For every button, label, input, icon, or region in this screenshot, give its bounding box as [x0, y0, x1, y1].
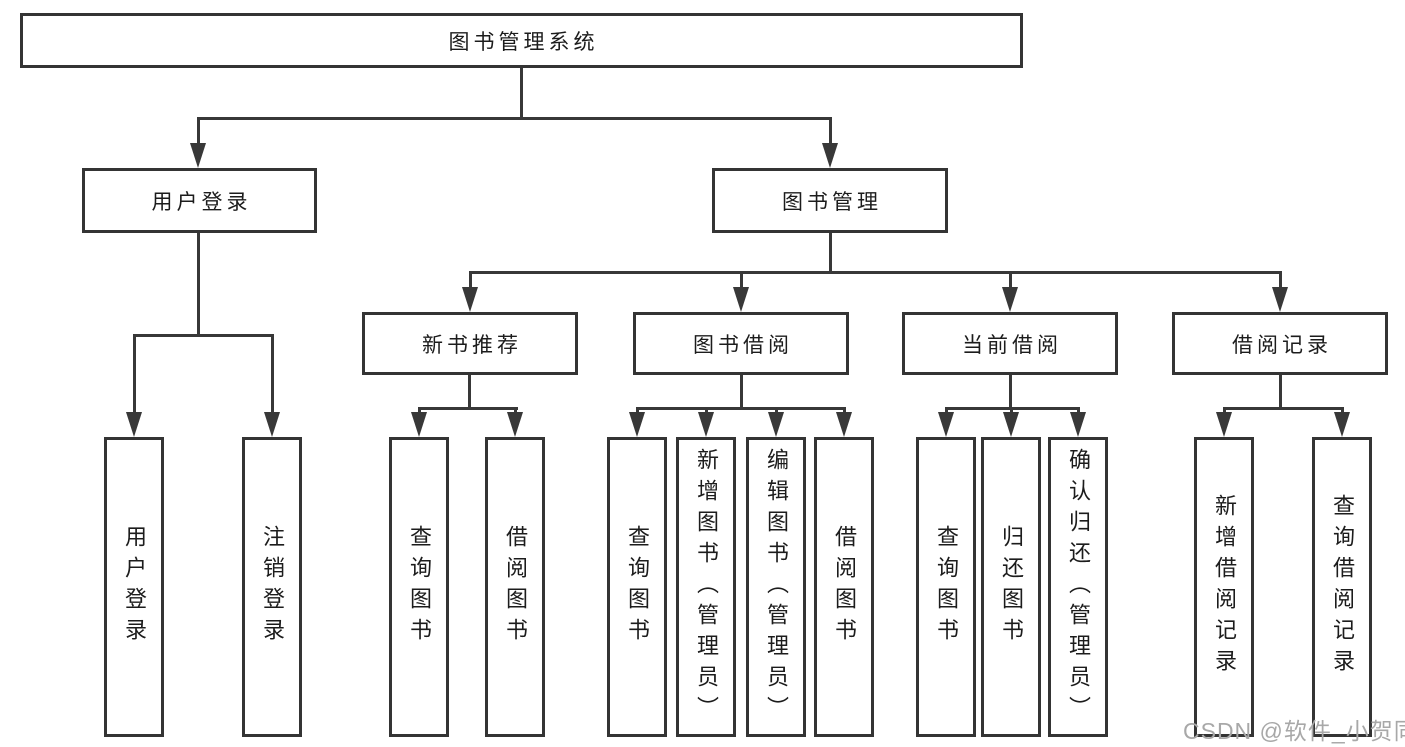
- leaf-query-borrow-record: 查询借阅记录: [1312, 437, 1372, 737]
- leaf-label: 编辑图书（管理员）: [764, 447, 789, 727]
- arrowhead-user-login: [190, 143, 206, 168]
- leaf-query-books: 查询图书: [389, 437, 449, 737]
- leaf-add-borrow-record: 新增借阅记录: [1194, 437, 1254, 737]
- leaf-logout: 注销登录: [242, 437, 302, 737]
- arrowhead-section: [462, 287, 478, 312]
- connector-book-mgmt-split: [469, 271, 1282, 274]
- connector-user-login-split: [133, 334, 274, 337]
- arrowhead-section: [1272, 287, 1288, 312]
- node-user-login-label: 用户登录: [151, 190, 252, 214]
- connector-user-login-stem: [197, 117, 200, 146]
- node-new-book-recommend: 新书推荐: [362, 312, 578, 375]
- section-label: 图书借阅: [693, 333, 793, 357]
- leaf-confirm-return-admin: 确认归还（管理员）: [1048, 437, 1108, 737]
- arrowhead-leaf: [629, 412, 645, 437]
- watermark: CSDN @软件_小贺同学: [1183, 718, 1405, 744]
- arrowhead-section: [733, 287, 749, 312]
- leaf-borrow-books: 借阅图书: [485, 437, 545, 737]
- leaf-label: 用户登录: [122, 525, 147, 649]
- leaf-label: 新增图书（管理员）: [694, 447, 719, 727]
- node-book-borrow: 图书借阅: [633, 312, 849, 375]
- arrowhead-leaf: [698, 412, 714, 437]
- arrowhead-leaf: [768, 412, 784, 437]
- leaf-label: 归还图书: [999, 525, 1024, 649]
- arrowhead-leaf: [126, 412, 142, 437]
- connector-leaf-stem: [133, 334, 136, 414]
- connector-book-mgmt-stub: [829, 233, 832, 273]
- leaf-add-books-admin: 新增图书（管理员）: [676, 437, 736, 737]
- section-label: 当前借阅: [962, 333, 1062, 357]
- connector-section-split: [418, 407, 518, 410]
- leaf-label: 注销登录: [260, 525, 285, 649]
- leaf-query-books: 查询图书: [607, 437, 667, 737]
- leaf-label: 查询借阅记录: [1330, 494, 1355, 680]
- node-root: 图书管理系统: [20, 13, 1023, 68]
- section-label: 新书推荐: [422, 333, 522, 357]
- arrowhead-leaf: [264, 412, 280, 437]
- node-book-mgmt: 图书管理: [712, 168, 948, 233]
- leaf-label: 查询图书: [934, 525, 959, 649]
- connector-book-mgmt-stem: [829, 117, 832, 146]
- connector-leaf-stem: [271, 334, 274, 414]
- arrowhead-leaf: [836, 412, 852, 437]
- node-user-login: 用户登录: [82, 168, 317, 233]
- leaf-edit-books-admin: 编辑图书（管理员）: [746, 437, 806, 737]
- leaf-user-login: 用户登录: [104, 437, 164, 737]
- node-root-label: 图书管理系统: [448, 30, 599, 54]
- connector-section-split: [636, 407, 845, 410]
- arrowhead-leaf: [938, 412, 954, 437]
- leaf-return-books: 归还图书: [981, 437, 1041, 737]
- arrowhead-leaf: [1334, 412, 1350, 437]
- connector-section-stem: [740, 271, 743, 291]
- connector-user-login-stub: [197, 233, 200, 337]
- leaf-borrow-books: 借阅图书: [814, 437, 874, 737]
- leaf-label: 查询图书: [625, 525, 650, 649]
- node-borrow-records: 借阅记录: [1172, 312, 1388, 375]
- arrowhead-leaf: [1216, 412, 1232, 437]
- leaf-label: 借阅图书: [832, 525, 857, 649]
- connector-section-stub: [468, 375, 471, 410]
- leaf-label: 查询图书: [407, 525, 432, 649]
- connector-root-split: [197, 117, 832, 120]
- connector-section-stub: [1279, 375, 1282, 410]
- connector-section-stem: [1009, 271, 1012, 291]
- section-label: 借阅记录: [1232, 333, 1332, 357]
- arrowhead-leaf: [1070, 412, 1086, 437]
- connector-section-stem: [1279, 271, 1282, 291]
- leaf-label: 借阅图书: [503, 525, 528, 649]
- arrowhead-leaf: [1003, 412, 1019, 437]
- leaf-label: 新增借阅记录: [1212, 494, 1237, 680]
- node-book-mgmt-label: 图书管理: [782, 190, 882, 214]
- arrowhead-leaf: [411, 412, 427, 437]
- leaf-label: 确认归还（管理员）: [1066, 447, 1091, 727]
- connector-section-stem: [469, 271, 472, 291]
- connector-section-stub: [740, 375, 743, 410]
- node-current-borrow: 当前借阅: [902, 312, 1118, 375]
- connector-root-stub: [520, 68, 523, 118]
- connector-section-stub: [1009, 375, 1012, 410]
- arrowhead-book-mgmt: [822, 143, 838, 168]
- arrowhead-leaf: [507, 412, 523, 437]
- arrowhead-section: [1002, 287, 1018, 312]
- connector-section-split: [1223, 407, 1343, 410]
- leaf-query-books: 查询图书: [916, 437, 976, 737]
